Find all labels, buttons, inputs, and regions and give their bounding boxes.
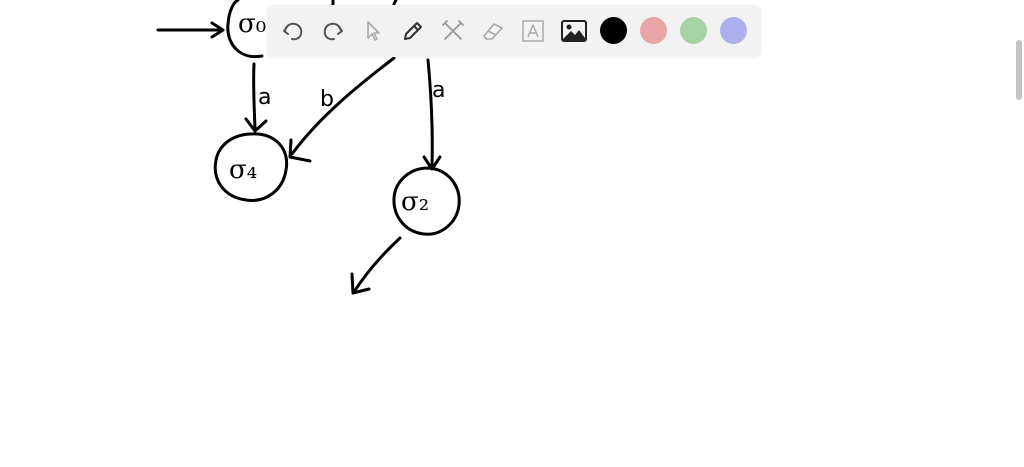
hidden-stroke-2 [392, 0, 398, 6]
state-q4-circle [213, 132, 289, 202]
vertical-scrollbar[interactable] [1013, 0, 1024, 462]
edge-q2-out [352, 236, 402, 294]
state-q0-label: σ₀ [238, 9, 266, 39]
state-q2-circle [392, 166, 461, 236]
color-swatch-blue[interactable] [720, 17, 747, 44]
color-swatch-red[interactable] [640, 17, 667, 44]
redo-icon [323, 22, 343, 41]
image-tool-button[interactable] [556, 13, 592, 49]
edge-top-q2-label: a [432, 78, 445, 103]
edge-q0-q4-arrowhead [244, 117, 268, 133]
edge-q2-out-arrowhead [350, 272, 371, 295]
color-swatch-green[interactable] [680, 17, 707, 44]
state-q0-circle [226, 0, 264, 59]
tools-button[interactable] [435, 13, 471, 49]
edge-top-q2 [426, 58, 434, 168]
pen-tool-button[interactable] [395, 13, 431, 49]
color-swatch-black[interactable] [600, 17, 627, 44]
undo-icon [283, 22, 303, 41]
pencil-icon [404, 22, 422, 40]
edge-top-q4-arrowhead [288, 138, 312, 163]
select-tool-button[interactable] [355, 13, 391, 49]
drawing-toolbar [267, 5, 761, 57]
text-tool-button[interactable] [515, 13, 551, 49]
edge-top-q4 [290, 56, 396, 156]
eraser-icon [483, 23, 503, 40]
cursor-icon [367, 21, 380, 41]
redo-button[interactable] [315, 13, 351, 49]
text-icon [522, 20, 544, 42]
undo-button[interactable] [275, 13, 311, 49]
crossed-tools-icon [442, 20, 464, 40]
state-q4-label: σ₄ [229, 155, 257, 185]
scrollbar-thumb[interactable] [1016, 40, 1022, 100]
eraser-tool-button[interactable] [475, 13, 511, 49]
image-icon [561, 20, 587, 42]
edge-q0-q4 [252, 62, 257, 130]
state-q2-label: σ₂ [401, 187, 429, 217]
edge-top-q4-label: b [320, 87, 334, 112]
edge-q0-q4-label: a [258, 85, 271, 110]
start-arrowhead [210, 21, 225, 39]
